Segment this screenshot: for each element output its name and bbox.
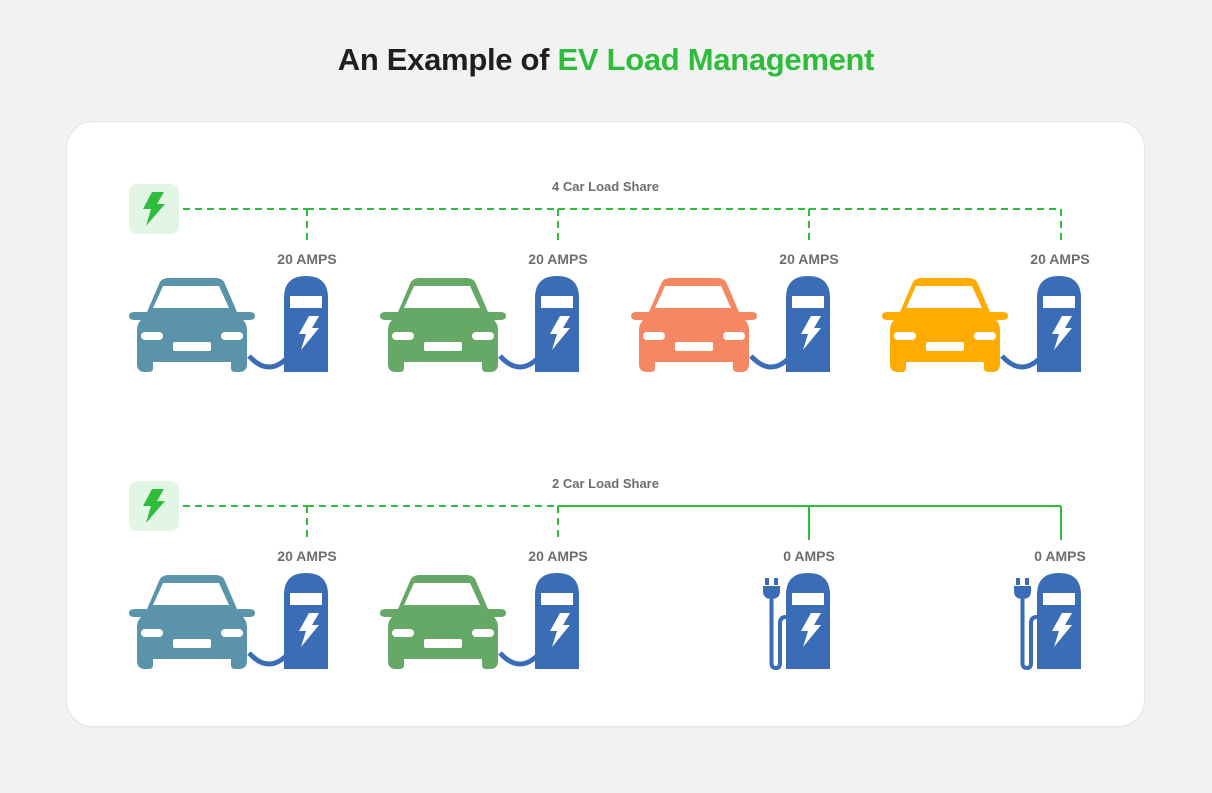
lightning-bolt-icon xyxy=(801,316,821,350)
lightning-bolt-icon xyxy=(143,489,165,523)
station-graphic xyxy=(631,276,830,372)
station-graphic xyxy=(129,573,328,669)
car-front-icon xyxy=(882,278,1008,372)
plug-icon xyxy=(763,578,787,671)
station-amps: 20 AMPS xyxy=(528,548,588,564)
scenario-4-car: 4 Car Load Share 20 AMPS 20 AMPS 20 AMPS… xyxy=(67,122,1144,372)
lightning-bolt-icon xyxy=(550,613,570,647)
station-graphic xyxy=(380,276,579,372)
lightning-bolt-icon xyxy=(801,613,821,647)
station-graphic xyxy=(882,276,1081,372)
station-amps: 20 AMPS xyxy=(1030,251,1090,267)
charging-station xyxy=(882,573,1087,673)
charging-cable xyxy=(749,354,793,370)
distribution-lines xyxy=(183,208,1062,243)
station-amps: 20 AMPS xyxy=(779,251,839,267)
charging-station xyxy=(631,276,836,376)
car-front-icon xyxy=(380,575,506,669)
lightning-bolt-icon xyxy=(299,613,319,647)
ev-charger-icon xyxy=(284,573,328,669)
lightning-bolt-icon xyxy=(143,192,165,226)
lightning-bolt-icon xyxy=(1052,613,1072,647)
lightning-bolt-icon xyxy=(299,316,319,350)
distribution-lines xyxy=(183,505,1062,540)
ev-charger-icon xyxy=(786,276,830,372)
page-title: An Example of EV Load Management xyxy=(0,42,1212,78)
ev-charger-icon xyxy=(535,276,579,372)
station-amps: 20 AMPS xyxy=(528,251,588,267)
station-amps: 20 AMPS xyxy=(277,548,337,564)
ev-charger-icon xyxy=(1037,573,1081,669)
ev-charger-icon xyxy=(535,573,579,669)
charging-cable xyxy=(498,651,542,667)
diagram-card: 4 Car Load Share 20 AMPS 20 AMPS 20 AMPS… xyxy=(67,122,1144,726)
ev-charger-icon xyxy=(1037,276,1081,372)
station-amps: 0 AMPS xyxy=(783,548,835,564)
charging-cable xyxy=(1000,354,1044,370)
charging-cable xyxy=(498,354,542,370)
charging-station xyxy=(882,276,1087,376)
charging-station xyxy=(129,276,334,376)
power-source xyxy=(129,481,179,531)
station-graphic xyxy=(1014,573,1081,671)
charging-station xyxy=(129,573,334,673)
lightning-bolt-icon xyxy=(550,316,570,350)
charging-cable xyxy=(247,651,291,667)
scenario-2-car: 2 Car Load Share 20 AMPS 20 AMPS 0 AMPS … xyxy=(67,419,1144,671)
station-graphic xyxy=(380,573,579,669)
ev-charger-icon xyxy=(786,573,830,669)
ev-charger-icon xyxy=(284,276,328,372)
lightning-bolt-icon xyxy=(1052,316,1072,350)
plug-icon xyxy=(1014,578,1038,671)
station-graphic xyxy=(129,276,328,372)
charging-station xyxy=(380,573,585,673)
charging-cable xyxy=(247,354,291,370)
share-label: 4 Car Load Share xyxy=(552,179,659,194)
car-front-icon xyxy=(129,278,255,372)
station-amps: 20 AMPS xyxy=(277,251,337,267)
charging-station xyxy=(380,276,585,376)
car-front-icon xyxy=(129,575,255,669)
share-label: 2 Car Load Share xyxy=(552,476,659,491)
station-amps: 0 AMPS xyxy=(1034,548,1086,564)
station-graphic xyxy=(763,573,830,671)
title-prefix: An Example of xyxy=(337,42,558,77)
charging-station xyxy=(631,573,836,673)
title-accent: EV Load Management xyxy=(557,42,875,77)
car-front-icon xyxy=(631,278,757,372)
car-front-icon xyxy=(380,278,506,372)
power-source xyxy=(129,184,179,234)
